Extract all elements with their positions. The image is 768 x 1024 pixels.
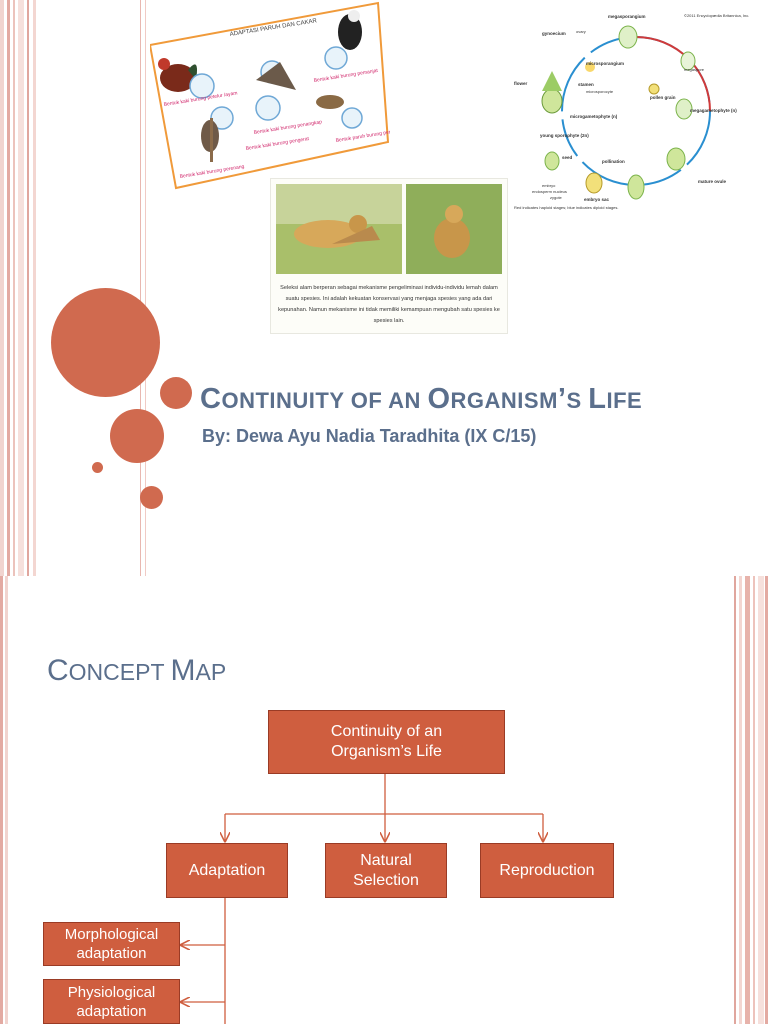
slide-title: CONTINUITY OF AN ORGANISM’S LIFE	[200, 383, 643, 415]
right-stripe	[753, 576, 755, 1024]
concept-node-adaptation: Adaptation	[166, 843, 288, 898]
lifecycle-label: gynoecium	[542, 31, 566, 36]
natural-selection-image: Seleksi alam berperan sebagai mekanisme …	[270, 178, 508, 334]
left-stripe	[27, 0, 29, 576]
right-stripe	[758, 576, 764, 1024]
decorative-circle	[160, 377, 192, 409]
slide-subtitle: By: Dewa Ayu Nadia Taradhita (IX C/15)	[202, 426, 537, 446]
right-stripe	[734, 576, 736, 1024]
lifecycle-label: stamen	[578, 82, 594, 87]
lifecycle-label: megasporangium	[608, 14, 646, 19]
bird-adaptation-image: ADAPTASI PARUH DAN CAKAR Bentuk kaki bur…	[148, 0, 404, 190]
lifecycle-copyright: ©2011 Encyclopædia Britannica, Inc.	[684, 13, 749, 18]
lifecycle-label: zygote	[550, 195, 563, 200]
right-stripe	[739, 576, 742, 1024]
decorative-circle	[140, 486, 163, 509]
concept-map-title: CONCEPT MAP	[47, 654, 227, 687]
left-stripe	[7, 0, 10, 576]
left-stripe	[0, 0, 4, 576]
lifecycle-label: microsporocyte	[586, 89, 614, 94]
concept-node-reproduction: Reproduction	[480, 843, 614, 898]
lifecycle-label: young sporophyte (2n)	[540, 133, 589, 138]
lifecycle-label: pollen grain	[650, 95, 676, 100]
plant-lifecycle-diagram: ©2011 Encyclopædia Britannica, Inc. mega…	[514, 13, 749, 210]
decorative-circle-large	[51, 288, 160, 397]
left-stripe	[33, 0, 36, 576]
left-stripe	[13, 0, 15, 576]
lifecycle-label: microgametophyte (n)	[570, 114, 618, 119]
lifecycle-label: embryo sac	[584, 197, 610, 202]
bird-adaptation-illustration: ADAPTASI PARUH DAN CAKAR Bentuk kaki bur…	[148, 1, 404, 190]
lifecycle-footnote: Red indicates haploid stages; blue indic…	[514, 205, 619, 210]
lifecycle-label: endosperm nucleus	[532, 189, 567, 194]
lifecycle-label: pollination	[602, 159, 625, 164]
lifecycle-label: mature ovule	[698, 179, 727, 184]
left-stripe	[0, 576, 3, 1024]
decorative-circle	[110, 409, 164, 463]
left-stripe	[5, 576, 8, 1024]
concept-map-connectors	[0, 774, 768, 1024]
cheetah-caption: Seleksi alam berperan sebagai mekanisme …	[278, 285, 500, 324]
lifecycle-label: embryo	[542, 183, 556, 188]
left-stripe	[18, 0, 24, 576]
right-stripe	[745, 576, 750, 1024]
cheetah-photos	[276, 184, 502, 274]
slide-title: ADAPTASI PARUH DAN CAKAR Bentuk kaki bur…	[0, 0, 752, 576]
lifecycle-label: megagametophyte (n)	[690, 108, 737, 113]
plant-lifecycle-image: ©2011 Encyclopædia Britannica, Inc. mega…	[512, 11, 752, 213]
decorative-circle	[92, 462, 103, 473]
left-stripe	[145, 0, 146, 576]
lifecycle-label: flower	[514, 81, 528, 86]
lifecycle-label: seed	[562, 155, 573, 160]
lifecycle-label: ovary	[576, 29, 586, 34]
lifecycle-label: megaspore	[684, 67, 705, 72]
lifecycle-label: microsporangium	[586, 61, 624, 66]
right-stripe	[765, 576, 768, 1024]
left-stripe	[140, 0, 141, 576]
